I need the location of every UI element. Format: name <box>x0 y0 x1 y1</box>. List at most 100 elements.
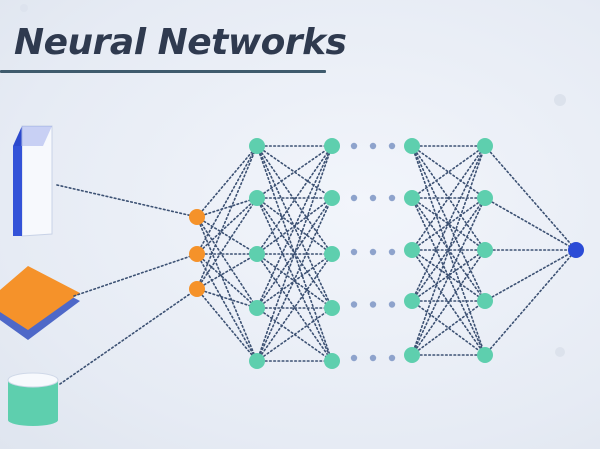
connection-edge <box>411 249 486 302</box>
hidden-node <box>477 347 493 363</box>
connection-edge <box>256 307 333 362</box>
ellipsis-dot <box>369 194 377 202</box>
hidden-node <box>477 293 493 309</box>
hidden-node <box>404 347 420 363</box>
connection-edge <box>411 249 486 302</box>
connection-edge <box>411 197 486 302</box>
connection-edge <box>484 249 577 302</box>
layer-ellipsis <box>350 142 396 362</box>
connection-edge <box>411 249 486 356</box>
connection-edge <box>196 216 258 362</box>
connection-edge <box>256 197 333 362</box>
ellipsis-dot <box>350 194 358 202</box>
connection-edge <box>411 145 486 251</box>
connection-edge <box>196 145 258 255</box>
input-node <box>189 246 205 262</box>
ellipsis-dot <box>369 248 377 256</box>
image-icon-top <box>13 126 52 146</box>
ellipsis-dot <box>350 301 358 308</box>
page-title: Neural Networks <box>14 22 347 63</box>
connection-edge <box>411 197 486 356</box>
connections <box>56 145 577 385</box>
icon-connection <box>73 253 198 297</box>
hidden-node <box>324 353 340 369</box>
connection-edge <box>256 145 333 255</box>
connection-edge <box>196 253 258 362</box>
ellipsis-dot <box>388 194 396 202</box>
text-data-icon <box>0 266 80 340</box>
connection-edge <box>411 197 486 251</box>
image-data-icon <box>13 125 53 237</box>
background-dot <box>555 347 565 357</box>
ellipsis-dot <box>350 142 358 150</box>
hidden-node <box>324 246 340 262</box>
background-dot <box>554 94 566 106</box>
hidden-node <box>477 242 493 258</box>
connection-edge <box>196 197 258 218</box>
ellipsis-dot <box>369 301 377 308</box>
hidden-node <box>404 190 420 206</box>
connection-edge <box>411 145 486 199</box>
connection-edge <box>484 249 577 356</box>
hidden-node <box>324 190 340 206</box>
ellipsis-dot <box>388 354 396 362</box>
connection-edge <box>256 145 333 255</box>
connection-edge <box>196 145 258 290</box>
hidden-node <box>477 190 493 206</box>
connection-edge <box>196 197 258 255</box>
input-node <box>189 209 205 225</box>
ellipsis-dot <box>350 248 358 256</box>
icon-connection <box>59 288 198 385</box>
icon-connection <box>56 184 198 218</box>
ellipsis-dot <box>369 354 377 362</box>
connection-edge <box>196 216 258 309</box>
hidden-node <box>249 353 265 369</box>
ellipsis-dot <box>388 301 396 308</box>
hidden-node <box>324 300 340 316</box>
hidden-node <box>249 138 265 154</box>
connection-edge <box>196 145 258 218</box>
connection-edge <box>196 253 258 290</box>
connection-edge <box>411 145 486 356</box>
database-top <box>7 372 59 388</box>
text-icon-top <box>0 266 80 330</box>
connection-edge <box>196 288 258 362</box>
connection-edge <box>196 216 258 255</box>
hidden-node <box>477 138 493 154</box>
hidden-node <box>404 242 420 258</box>
hidden-node <box>249 246 265 262</box>
connection-edge <box>411 300 486 356</box>
neurons <box>189 138 584 369</box>
connection-edge <box>484 145 577 251</box>
hidden-node <box>249 300 265 316</box>
input-node <box>189 281 205 297</box>
connection-edge <box>196 197 258 290</box>
ellipsis-dot <box>350 354 358 362</box>
background-dots <box>20 4 566 357</box>
connection-edge <box>411 197 486 251</box>
connection-edge <box>411 145 486 199</box>
connection-edge <box>411 197 486 356</box>
hidden-node <box>324 138 340 154</box>
connection-edge <box>256 145 333 199</box>
image-icon-front <box>13 146 22 236</box>
hidden-node <box>404 138 420 154</box>
database-icon <box>7 372 59 426</box>
hidden-node <box>249 190 265 206</box>
connection-edge <box>256 145 333 309</box>
connection-edge <box>256 145 333 362</box>
output-node <box>568 242 584 258</box>
connection-edge <box>484 197 577 251</box>
connection-edge <box>196 253 258 309</box>
ellipsis-dot <box>388 142 396 150</box>
title-underline <box>0 70 326 73</box>
connection-edge <box>411 145 486 302</box>
background-dot <box>20 4 28 12</box>
ellipsis-dot <box>388 248 396 256</box>
hidden-node <box>404 293 420 309</box>
connection-edge <box>256 253 333 362</box>
connection-edge <box>196 288 258 309</box>
database-bottom <box>8 414 58 426</box>
